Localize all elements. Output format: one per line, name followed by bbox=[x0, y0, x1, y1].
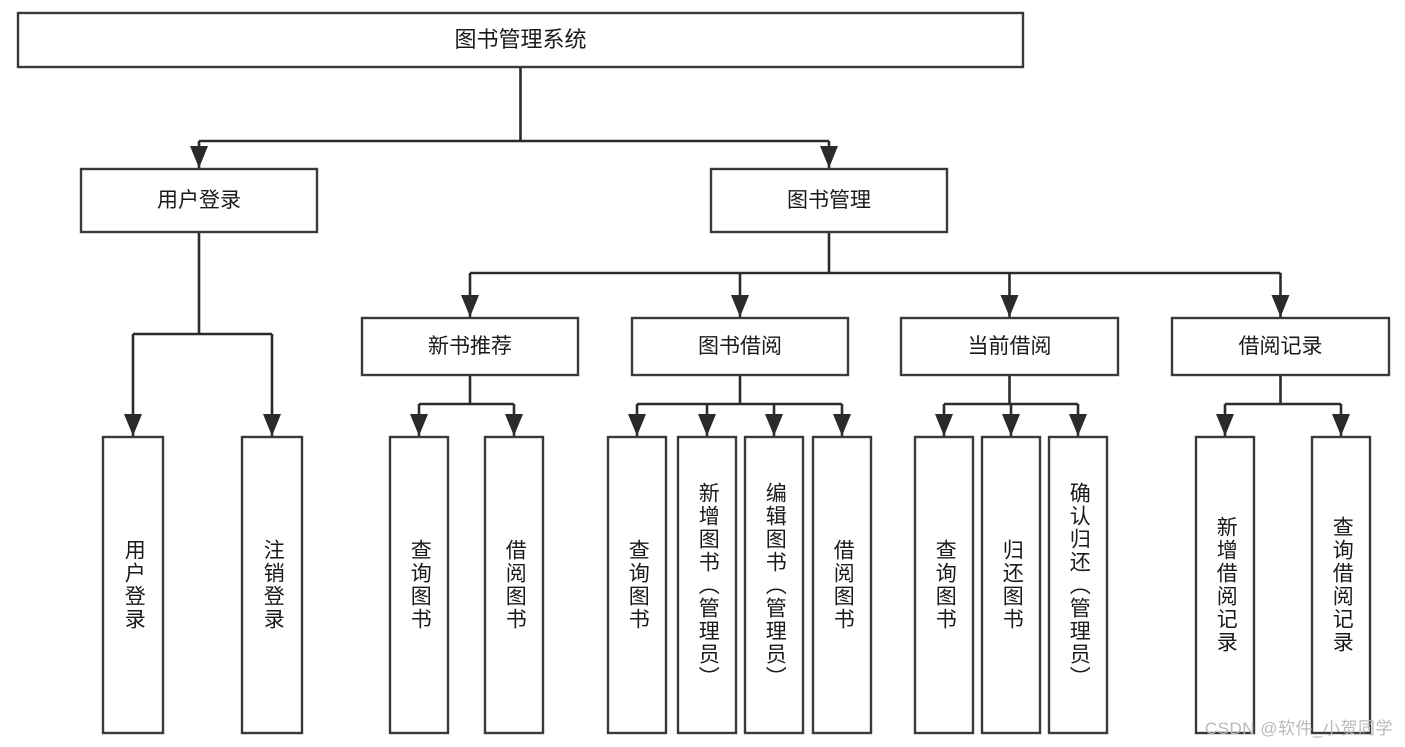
book-manage-arrow-1 bbox=[731, 295, 749, 317]
node-box-book-borrow[interactable] bbox=[630, 316, 850, 377]
book-borrow-arrow-1 bbox=[698, 414, 716, 436]
node-box-current-borrow[interactable] bbox=[899, 316, 1120, 377]
leaf-box-leaf-borrow-book-2[interactable] bbox=[811, 435, 873, 735]
watermark-text: CSDN @软件_小贺同学 bbox=[1204, 719, 1393, 738]
user-login-arrow-0 bbox=[124, 414, 142, 436]
node-box-user-login[interactable] bbox=[79, 167, 319, 234]
node-box-root[interactable] bbox=[16, 11, 1025, 69]
current-borrow-arrow-1 bbox=[1002, 414, 1020, 436]
book-borrow-arrow-0 bbox=[628, 414, 646, 436]
root-arrow-0 bbox=[190, 146, 208, 168]
borrow-record-arrow-1 bbox=[1332, 414, 1350, 436]
node-label-book-borrow: 图书借阅 bbox=[698, 335, 782, 358]
new-book-recommend-arrow-0 bbox=[410, 414, 428, 436]
node-box-borrow-record[interactable] bbox=[1170, 316, 1391, 377]
leaf-box-leaf-query-book-3[interactable] bbox=[913, 435, 975, 735]
node-label-root: 图书管理系统 bbox=[454, 27, 586, 52]
user-login-arrow-1 bbox=[263, 414, 281, 436]
root-arrow-1 bbox=[820, 146, 838, 168]
current-borrow-arrow-2 bbox=[1069, 414, 1087, 436]
node-label-borrow-record: 借阅记录 bbox=[1239, 335, 1323, 358]
book-manage-arrow-2 bbox=[1000, 295, 1019, 317]
book-manage-arrow-3 bbox=[1271, 295, 1290, 317]
leaf-box-leaf-query-book-1[interactable] bbox=[388, 435, 450, 735]
current-borrow-arrow-0 bbox=[935, 414, 953, 436]
leaf-box-leaf-add-book[interactable] bbox=[676, 435, 738, 735]
leaf-box-leaf-user-login[interactable] bbox=[101, 435, 165, 735]
node-box-new-book-recommend[interactable] bbox=[360, 316, 580, 377]
node-label-current-borrow: 当前借阅 bbox=[968, 335, 1052, 358]
leaf-box-leaf-logout-login[interactable] bbox=[240, 435, 304, 735]
book-borrow-arrow-3 bbox=[833, 414, 851, 436]
book-borrow-arrow-2 bbox=[765, 414, 783, 436]
node-label-new-book-recommend: 新书推荐 bbox=[428, 335, 512, 358]
leaf-box-leaf-query-book-2[interactable] bbox=[606, 435, 668, 735]
book-manage-arrow-0 bbox=[461, 295, 479, 317]
leaf-box-leaf-confirm-return[interactable] bbox=[1047, 435, 1109, 735]
node-label-user-login: 用户登录 bbox=[157, 189, 241, 212]
node-label-book-manage: 图书管理 bbox=[787, 189, 871, 212]
boxes-layer bbox=[16, 11, 1391, 735]
leaf-box-leaf-edit-book[interactable] bbox=[743, 435, 805, 735]
borrow-record-arrow-0 bbox=[1216, 414, 1234, 436]
connectors-layer bbox=[124, 67, 1350, 436]
leaf-box-leaf-query-record[interactable] bbox=[1310, 435, 1372, 735]
leaf-box-leaf-add-record[interactable] bbox=[1194, 435, 1256, 735]
new-book-recommend-arrow-1 bbox=[505, 414, 523, 436]
leaf-box-leaf-borrow-book-1[interactable] bbox=[483, 435, 545, 735]
node-box-book-manage[interactable] bbox=[709, 167, 949, 234]
leaf-box-leaf-return-book[interactable] bbox=[980, 435, 1042, 735]
